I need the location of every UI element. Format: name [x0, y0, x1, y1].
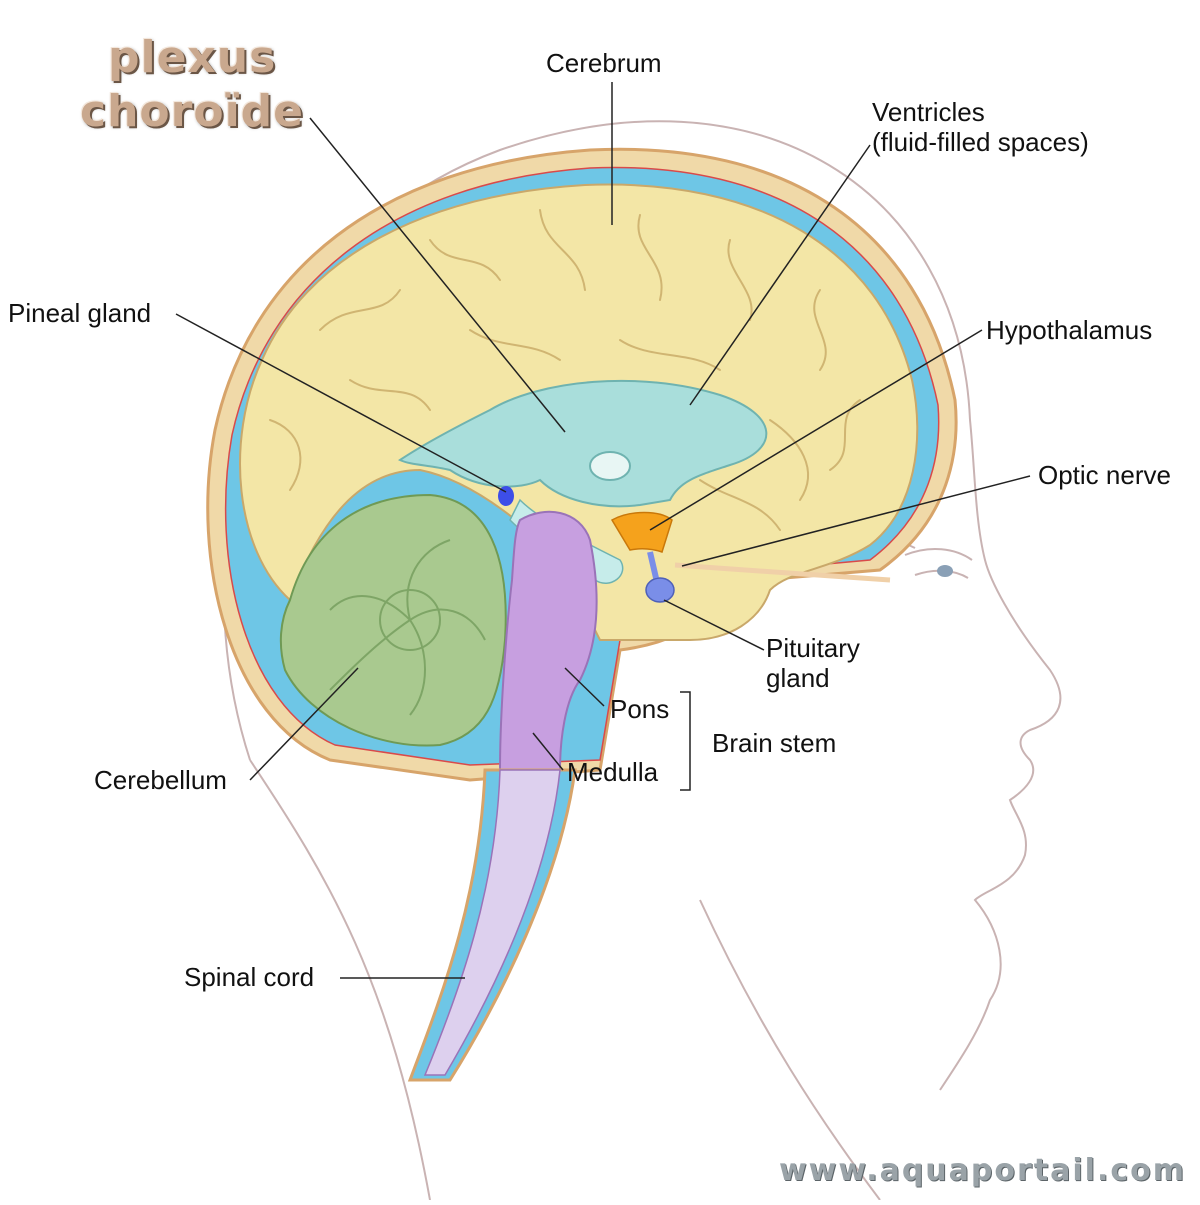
cerebellum-folia [329, 539, 486, 716]
interthalamic-adhesion [589, 451, 631, 481]
label-ventricles-2: (fluid-filled spaces) [872, 127, 1089, 157]
eye-sketch [861, 541, 973, 579]
hypothalamus [610, 511, 673, 553]
label-medulla: Medulla [567, 757, 659, 787]
optic-nerve [674, 562, 891, 583]
label-pituitary-1: Pituitary [766, 633, 860, 663]
pituitary-stalk [647, 551, 659, 579]
label-optic-nerve: Optic nerve [1038, 460, 1171, 490]
label-pineal-gland: Pineal gland [8, 298, 152, 328]
label-spinal-cord: Spinal cord [184, 962, 315, 992]
label-hypothalamus: Hypothalamus [986, 315, 1153, 345]
title-line-1: plexus [108, 32, 277, 83]
label-pons: Pons [610, 694, 670, 724]
label-cerebellum: Cerebellum [94, 765, 227, 795]
brainstem [498, 510, 598, 771]
gyri [269, 209, 861, 531]
head-outline [222, 120, 1062, 1201]
leader-lines [175, 82, 1031, 979]
pituitary [645, 577, 675, 603]
label-pituitary-2: gland [766, 663, 830, 693]
watermark: www.aquaportail.com [778, 1153, 1186, 1188]
label-cerebrum: Cerebrum [546, 48, 662, 78]
label-ventricles-1: Ventricles [872, 97, 985, 127]
title-line-2: choroïde [80, 86, 304, 137]
spinal-cord [423, 769, 561, 1076]
label-brain-stem: Brain stem [712, 728, 837, 758]
pineal [498, 486, 514, 506]
